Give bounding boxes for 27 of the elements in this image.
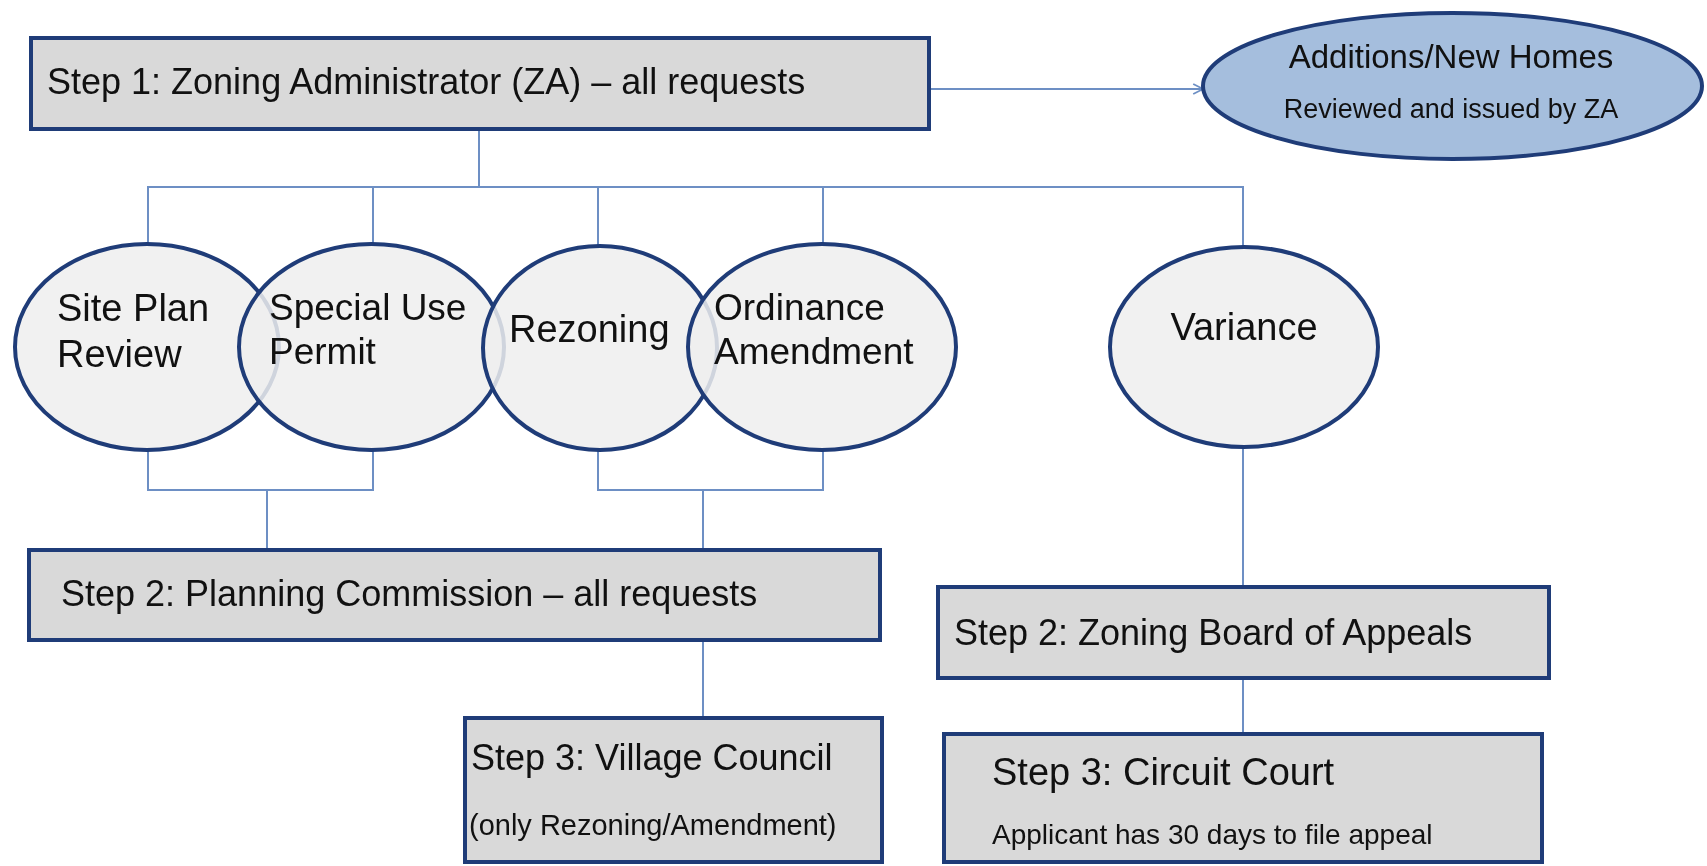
ellipse-node — [1108, 245, 1380, 449]
connector-line — [266, 449, 374, 549]
node-note: (only Rezoning/Amendment) — [469, 808, 838, 843]
ellipse-node — [1201, 11, 1704, 161]
process-box — [27, 548, 882, 642]
node-label: Special Use Permit — [269, 286, 468, 375]
node-note: Reviewed and issued by ZA — [1282, 93, 1620, 126]
ellipse-node — [686, 242, 958, 452]
node-label: Additions/New Homes — [1287, 37, 1615, 77]
process-box — [942, 732, 1544, 864]
node-label: Ordinance Amendment — [714, 286, 915, 375]
process-box — [463, 716, 884, 864]
node-note: Applicant has 30 days to file appeal — [992, 818, 1434, 852]
node-label: Step 2: Planning Commission – all requests — [61, 572, 759, 616]
node-label: Rezoning — [509, 307, 671, 352]
node-label: Site Plan Review — [57, 286, 211, 377]
node-label: Step 3: Circuit Court — [992, 750, 1336, 795]
node-label: Step 3: Village Council — [471, 736, 834, 780]
process-box — [29, 36, 931, 131]
connector-line — [1242, 446, 1244, 586]
connector-line — [702, 641, 704, 717]
node-label: Variance — [1169, 305, 1319, 350]
node-label: Step 2: Zoning Board of Appeals — [954, 611, 1474, 655]
node-label: Step 1: Zoning Administrator (ZA) – all requests — [47, 60, 807, 104]
connector-line — [1242, 679, 1244, 733]
process-box — [936, 585, 1551, 680]
connector-line — [702, 449, 824, 549]
